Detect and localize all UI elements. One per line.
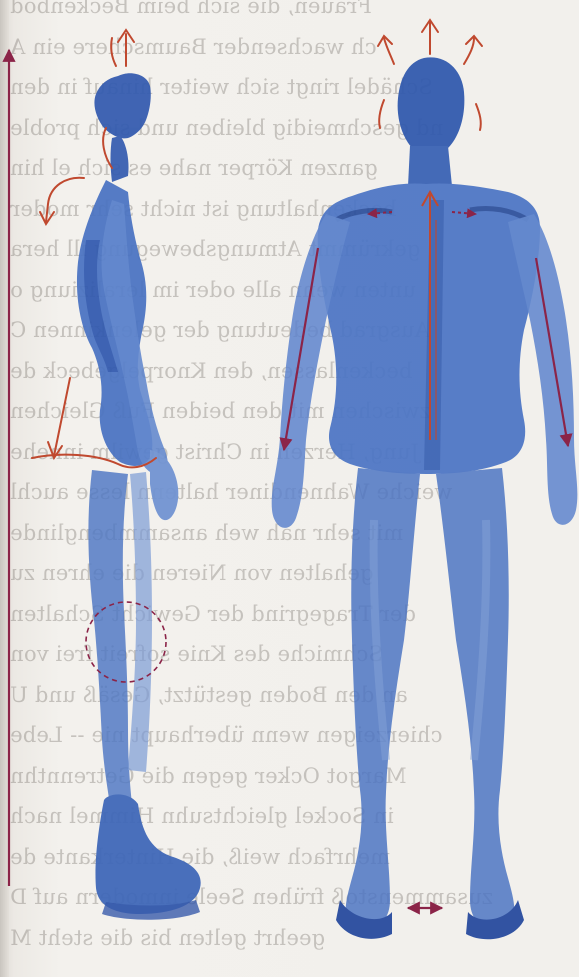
side-head	[94, 73, 150, 138]
front-right-leg	[436, 468, 514, 928]
side-view-figure	[77, 73, 201, 920]
side-legs	[88, 470, 132, 806]
side-feet	[95, 794, 200, 914]
front-head	[398, 57, 465, 155]
front-view-figure	[272, 57, 578, 939]
